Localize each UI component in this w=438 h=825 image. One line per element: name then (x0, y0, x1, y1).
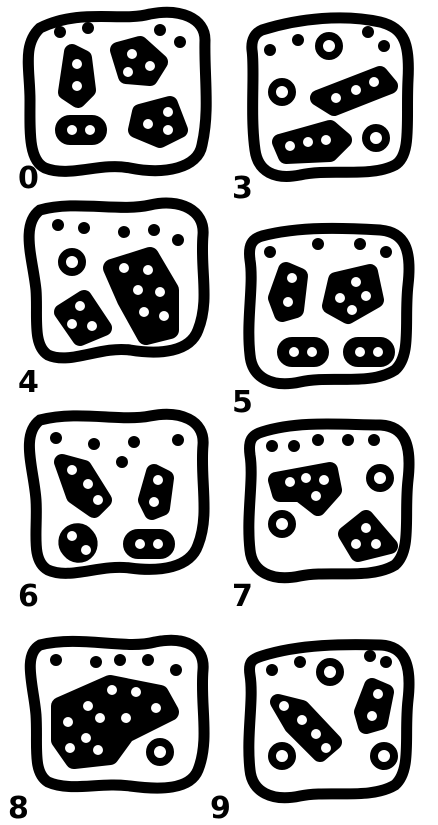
glyph-label-8: 8 (8, 791, 29, 825)
glyph-label-0: 0 (18, 161, 39, 196)
glyph-label-4: 4 (18, 365, 39, 400)
glyph-8 (30, 640, 204, 788)
glyph-4 (29, 203, 204, 358)
glyph-5 (249, 228, 409, 383)
glyph-0 (28, 12, 206, 171)
glyph-label-7: 7 (232, 579, 253, 614)
glyph-label-6: 6 (18, 579, 39, 614)
glyph-label-9: 9 (210, 791, 231, 825)
glyph-6 (29, 414, 204, 573)
glyph-3 (252, 18, 409, 177)
glyph-7 (249, 424, 409, 578)
glyph-label-3: 3 (232, 171, 253, 206)
glyph-label-5: 5 (232, 385, 253, 420)
glyph-9 (249, 645, 409, 798)
